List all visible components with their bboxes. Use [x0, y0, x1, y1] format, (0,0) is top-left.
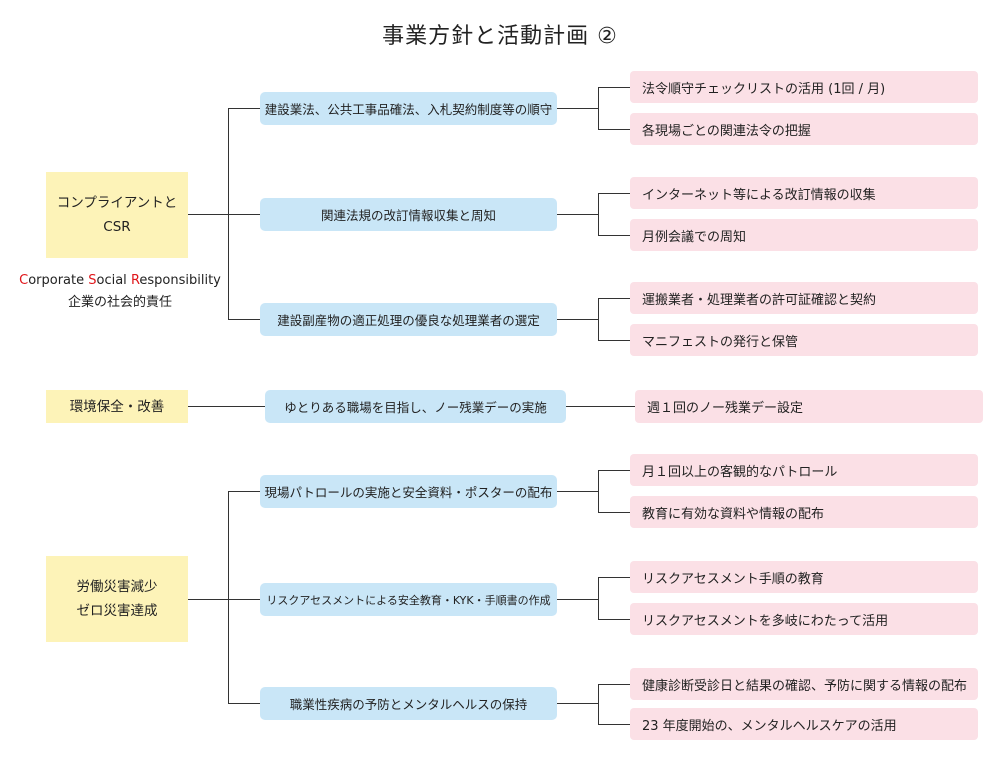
action-box: 月例会議での周知 [630, 219, 978, 251]
page-title: 事業方針と活動計画 ② [382, 24, 618, 49]
csr-initial-c: C [19, 273, 29, 288]
action-box: マニフェストの発行と保管 [630, 324, 978, 356]
action-box: 月１回以上の客観的なパトロール [630, 454, 978, 486]
goal-safety: 労働災害減少 ゼロ災害達成 [46, 556, 188, 642]
csr-initial-r: R [130, 273, 140, 288]
goal-environment: 環境保全・改善 [46, 390, 188, 423]
csr-definition: Corporate Social Responsibility 企業の社会的責任 [15, 270, 225, 314]
policy-box: リスクアセスメントによる安全教育・KYK・手順書の作成 [260, 583, 557, 616]
policy-box: 建設業法、公共工事品確法、入札契約制度等の順守 [260, 92, 557, 125]
action-box: 運搬業者・処理業者の許可証確認と契約 [630, 282, 978, 314]
csr-word-s: ocial [96, 273, 131, 288]
action-box: 23 年度開始の、メンタルヘルスケアの活用 [630, 708, 978, 740]
policy-box: ゆとりある職場を目指し、ノー残業デーの実施 [265, 390, 566, 423]
goal-compliance-line2: CSR [103, 219, 131, 235]
goal-environment-label: 環境保全・改善 [69, 398, 165, 415]
csr-word-c: orporate [28, 273, 89, 288]
csr-initial-s: S [88, 273, 97, 288]
csr-english: Corporate Social Responsibility [15, 270, 225, 292]
action-box: 健康診断受診日と結果の確認、予防に関する情報の配布 [630, 668, 978, 700]
goal-compliance-csr: コンプライアントと CSR [46, 172, 188, 258]
action-box: 教育に有効な資料や情報の配布 [630, 496, 978, 528]
policy-box: 関連法規の改訂情報収集と周知 [260, 198, 557, 231]
csr-japanese: 企業の社会的責任 [67, 295, 172, 310]
policy-box: 職業性疾病の予防とメンタルヘルスの保持 [260, 687, 557, 720]
goal-safety-line1: 労働災害減少 [76, 579, 158, 595]
goal-safety-line2: ゼロ災害達成 [76, 603, 158, 619]
action-box: 各現場ごとの関連法令の把握 [630, 113, 978, 145]
action-box: リスクアセスメントを多岐にわたって活用 [630, 603, 978, 635]
action-box: 週１回のノー残業デー設定 [635, 390, 983, 423]
csr-word-r: esponsibility [139, 273, 221, 288]
action-box: リスクアセスメント手順の教育 [630, 561, 978, 593]
policy-box: 建設副産物の適正処理の優良な処理業者の選定 [260, 303, 557, 336]
policy-box: 現場パトロールの実施と安全資料・ポスターの配布 [260, 475, 557, 508]
goal-compliance-line1: コンプライアントと [56, 195, 178, 211]
action-box: 法令順守チェックリストの活用 (1回 / 月) [630, 71, 978, 103]
action-box: インターネット等による改訂情報の収集 [630, 177, 978, 209]
